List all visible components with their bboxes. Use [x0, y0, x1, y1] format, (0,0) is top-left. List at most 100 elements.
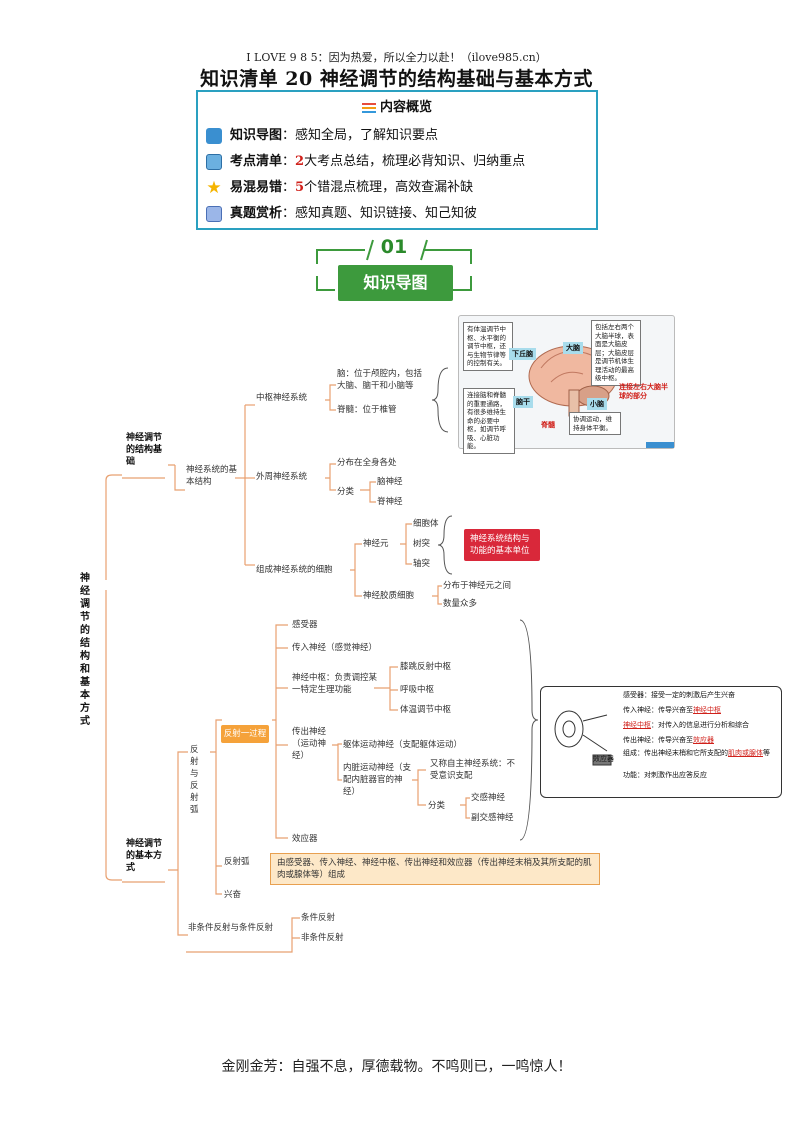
receptor-label: 感受器 [623, 691, 644, 699]
node-reflex-process: 反射一过程 [221, 725, 269, 743]
efferent-text: ：传导兴奋至 [651, 736, 693, 744]
section-frame [316, 239, 472, 291]
spinal-tag: 脊髓 [541, 420, 555, 429]
efferent-target: 效应器 [693, 736, 714, 744]
overview-title: 内容概览 [198, 96, 596, 115]
node-basic-structure: 神经系统的基本结构 [186, 465, 238, 487]
receptor-text: ：接受一定的刺激后产生兴奋 [644, 691, 735, 699]
afferent-label: 传入神经 [623, 706, 651, 714]
book-icon [206, 153, 222, 170]
branch-basic-mode: 神经调节的基本方式 [126, 839, 163, 873]
effector-composition: 组成：传出神经末梢和它所支配的肌肉或腺体等 [623, 749, 775, 758]
overview-row-mistakes: ★ 易混易错：5个错混点梳理，高效查漏补缺 [206, 178, 473, 198]
row-sep: ： [282, 154, 296, 169]
page-footer: 金刚金芳：自强不息，厚德载物。不鸣则已，一鸣惊人！ [221, 1059, 572, 1075]
node-spinal-nerve: 脊神经 [377, 497, 403, 507]
effector-comp-end: 等 [763, 749, 770, 757]
node-glia-distribution: 分布于神经元之间 [443, 581, 512, 591]
row-label: 易混易错 [230, 180, 283, 195]
node-central-ns: 中枢神经系统 [256, 393, 308, 403]
row-label: 真题赏析 [230, 206, 283, 221]
node-unconditioned: 非条件反射 [301, 933, 344, 943]
node-autonomic: 又称自主神经系统：不受意识支配 [430, 759, 516, 781]
section-number: 01 [380, 236, 408, 258]
node-knee-reflex: 膝跳反射中枢 [400, 662, 452, 672]
branch-structure-basis: 神经调节的结构基础 [126, 433, 163, 467]
node-efferent: 传出神经（运动神经） [292, 727, 327, 761]
figure-accent-bar [646, 442, 674, 448]
pen-icon [206, 205, 222, 222]
efferent-line: 传出神经：传导兴奋至效应器 [623, 736, 714, 745]
node-classification-2: 分类 [428, 801, 446, 811]
node-cell-body: 细胞体 [413, 519, 439, 529]
brain-figure: 有体温调节中枢、水平衡的调节中枢，还与生物节律等的控制有关。 下丘脑 大脑 包括… [458, 315, 675, 454]
afferent-line: 传入神经：传导兴奋至神经中枢 [623, 706, 721, 715]
corpus-callosum-note: 连接左右大脑半球的部分 [619, 382, 668, 400]
node-conditioned: 条件反射 [301, 913, 336, 923]
row-text: 个错混点梳理，高效查漏补缺 [304, 180, 474, 195]
node-reflex-arc: 反射弧 [224, 857, 250, 867]
node-brain: 脑：位于颅腔内，包括大脑、脑干和小脑等 [337, 369, 423, 391]
page-title: 知识清单 20 神经调节的结构基础与基本方式 [200, 68, 593, 90]
cerebrum-note: 包括左右两个大脑半球，表面是大脑皮层；大脑皮层是调节机体生理活动的最高级中枢。 [591, 320, 641, 386]
node-ns-cells: 组成神经系统的细胞 [256, 565, 333, 575]
afferent-text: ：传导兴奋至 [651, 706, 693, 714]
node-cranial-nerve: 脑神经 [377, 477, 403, 487]
node-temp-center: 体温调节中枢 [400, 705, 452, 715]
row-text: 大考点总结，梳理必背知识、归纳重点 [304, 154, 526, 169]
reflex-arc-definition: 由感受器、传入神经、神经中枢、传出神经和效应器（传出神经末梢及其所支配的肌肉或腺… [270, 853, 600, 885]
effector-gland: 腺体 [749, 749, 763, 757]
overview-box: 内容概览 知识导图：感知全局，了解知识要点 考点清单：2大考点总结，梳理必背知识… [196, 90, 598, 230]
node-spinal-cord: 脊髓：位于椎管 [337, 405, 397, 415]
reflex-arc-illustration [554, 710, 612, 766]
brainstem-tag: 脑干 [513, 396, 533, 408]
overview-row-map: 知识导图：感知全局，了解知识要点 [206, 126, 438, 146]
node-afferent: 传入神经（感觉神经） [292, 643, 378, 653]
row-sep: ： [282, 206, 296, 221]
node-effector: 效应器 [292, 834, 318, 844]
node-nerve-center: 神经中枢：负责调控某一特定生理功能 [292, 673, 378, 695]
overview-row-checklist: 考点清单：2大考点总结，梳理必背知识、归纳重点 [206, 152, 525, 172]
hypothalamus-note: 有体温调节中枢、水平衡的调节中枢，还与生物节律等的控制有关。 [463, 322, 513, 371]
row-label: 知识导图 [230, 128, 283, 143]
mindmap-connectors [105, 367, 539, 953]
node-receptor: 感受器 [292, 620, 318, 630]
node-classification: 分类 [337, 487, 355, 497]
cerebellum-tag: 小脑 [587, 398, 607, 410]
row-sep: ： [282, 180, 296, 195]
node-reflex-types: 非条件反射与条件反射 [188, 923, 274, 933]
reflex-figure: 效应器 感受器：接受一定的刺激后产生兴奋 传入神经：传导兴奋至神经中枢 神经中枢… [540, 686, 782, 798]
neuron-note: 神经系统结构与功能的基本单位 [464, 529, 540, 561]
node-excitation: 兴奋 [224, 890, 242, 900]
section-name: 知识导图 [338, 265, 453, 301]
node-dendrite: 树突 [413, 539, 431, 549]
node-somatic: 躯体运动神经（支配躯体运动） [343, 740, 463, 750]
node-glia: 神经胶质细胞 [363, 591, 415, 601]
star-icon: ★ [206, 177, 222, 198]
node-parasympathetic: 副交感神经 [471, 813, 514, 823]
node-sympathetic: 交感神经 [471, 793, 506, 803]
effector-comp-text: 组成：传出神经末梢和它所支配的 [623, 749, 728, 757]
list-icon [361, 102, 376, 113]
center-text: ：对传入的信息进行分析和综合 [651, 721, 749, 729]
receptor-line: 感受器：接受一定的刺激后产生兴奋 [623, 691, 735, 700]
map-icon [206, 127, 222, 144]
row-text: 感知真题、知识链接、知己知彼 [295, 206, 478, 221]
row-label: 考点清单 [230, 154, 283, 169]
node-breath-center: 呼吸中枢 [400, 685, 435, 695]
site-header: I LOVE 9 8 5：因为热爱，所以全力以赴！（ilove985.cn） [246, 51, 547, 64]
row-count: 2 [295, 154, 305, 169]
node-visceral: 内脏运动神经（支配内脏器官的神经） [343, 763, 412, 797]
afferent-target: 神经中枢 [693, 706, 721, 714]
node-reflex-arc-group: 反射与反射弧 [190, 745, 199, 815]
overview-title-text: 内容概览 [379, 100, 432, 115]
overview-row-exam: 真题赏析：感知真题、知识链接、知己知彼 [206, 204, 477, 224]
efferent-label: 传出神经 [623, 736, 651, 744]
row-count: 5 [295, 180, 305, 195]
cerebrum-tag: 大脑 [563, 342, 583, 354]
effector-figure-label: 效应器 [593, 755, 614, 763]
effector-function: 功能：对刺激作出应答反应 [623, 771, 707, 779]
brainstem-note: 连接脑和脊髓的重要通路，有很多维持生命的必要中枢，如调节呼吸、心脏功能。 [463, 388, 515, 454]
effector-muscle: 肌肉或 [728, 749, 749, 757]
cerebellum-note: 协调运动，维持身体平衡。 [569, 412, 621, 435]
